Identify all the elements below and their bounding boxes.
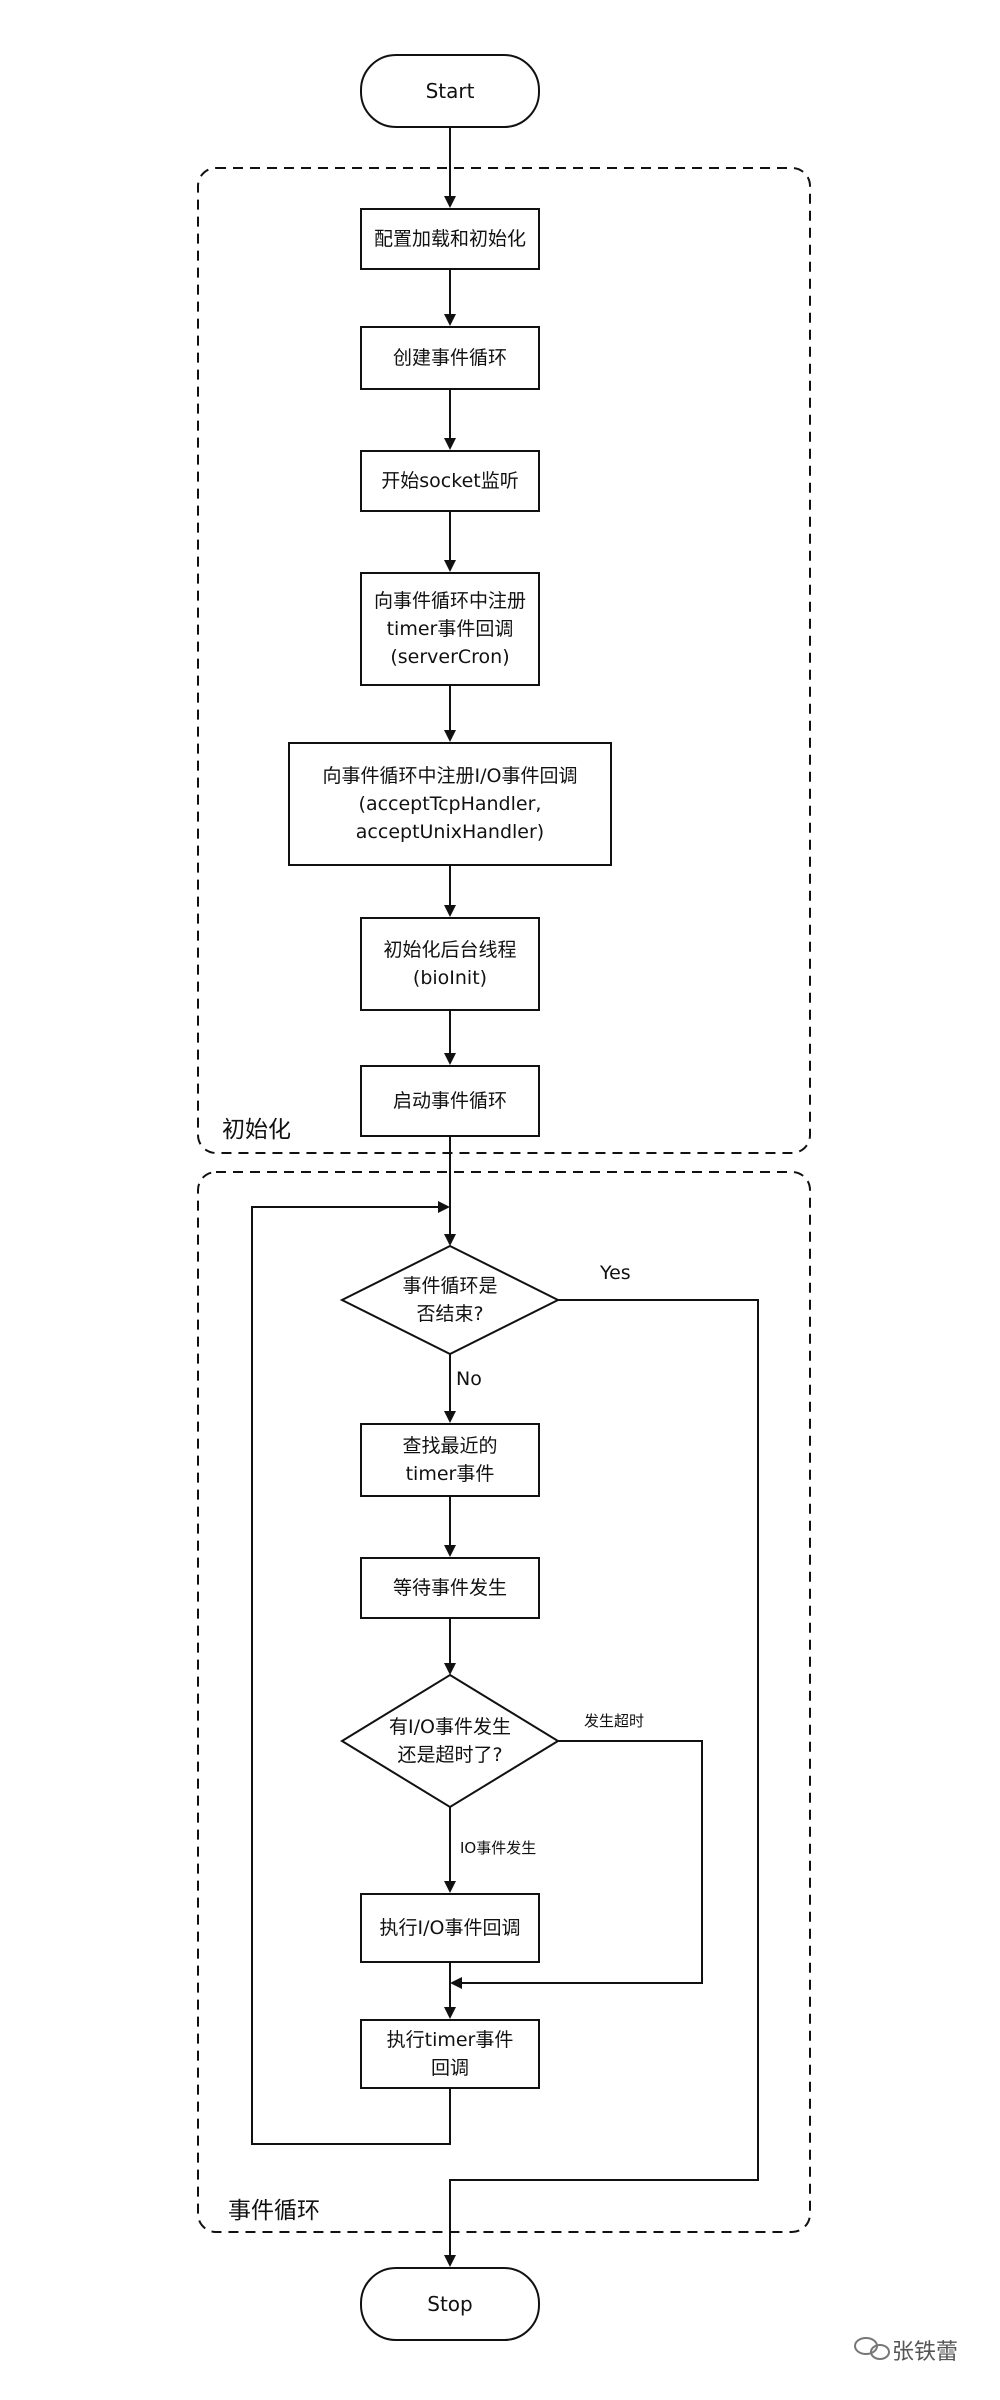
register-timer-step: 向事件循环中注册 timer事件回调 (serverCron) [360, 572, 540, 686]
register-io-step: 向事件循环中注册I/O事件回调 (acceptTcpHandler, accep… [288, 742, 612, 866]
loop-group-label: 事件循环 [228, 2198, 320, 2224]
init-group-label: 初始化 [222, 1117, 291, 1143]
wechat-icon [854, 2337, 890, 2360]
create-loop-step: 创建事件循环 [360, 326, 540, 390]
watermark-text: 张铁蕾 [892, 2340, 959, 2365]
start-loop-step: 启动事件循环 [360, 1065, 540, 1137]
connectors [251, 128, 759, 2267]
exec-timer-step: 执行timer事件 回调 [360, 2019, 540, 2089]
loop-group-border [197, 1171, 811, 2233]
no-edge-label: No [456, 1368, 482, 1390]
io-or-timeout-decision-label: 有I/O事件发生 还是超时了? [389, 1716, 511, 1766]
yes-edge-label: Yes [600, 1262, 631, 1284]
watermark: 张铁蕾 [892, 2334, 958, 2366]
exec-io-step: 执行I/O事件回调 [360, 1893, 540, 1963]
stop-terminal: Stop [360, 2267, 540, 2341]
wait-event-step: 等待事件发生 [360, 1557, 540, 1619]
bio-init-step: 初始化后台线程 (bioInit) [360, 917, 540, 1011]
socket-listen-step: 开始socket监听 [360, 450, 540, 512]
init-group-border [197, 167, 811, 1154]
find-timer-step: 查找最近的 timer事件 [360, 1423, 540, 1497]
io-happened-edge-label: IO事件发生 [460, 1839, 537, 1857]
config-step: 配置加载和初始化 [360, 208, 540, 270]
timeout-edge-label: 发生超时 [584, 1712, 645, 1730]
start-terminal: Start [360, 54, 540, 128]
loop-end-decision-label: 事件循环是 否结束? [402, 1275, 498, 1325]
